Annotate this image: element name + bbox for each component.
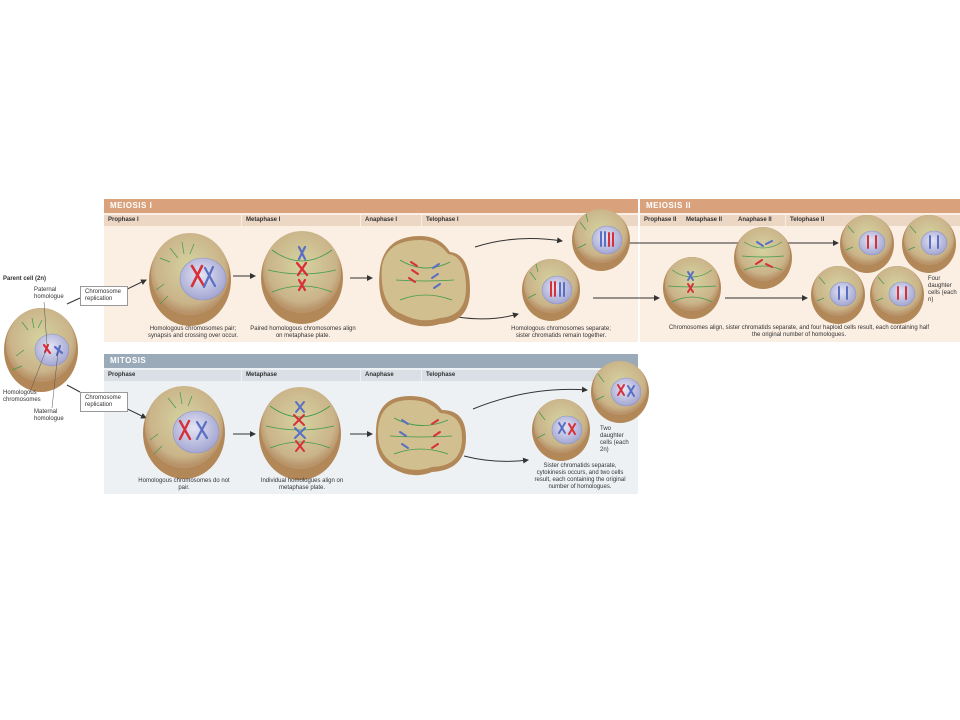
replication-label-mitosis: Chromosome replication [80, 392, 128, 412]
cell-meiosis-anaphase-1 [379, 236, 470, 327]
cell-mitosis-telophase-top [591, 361, 649, 423]
caption-meiosis-prophase-1: Homologous chromosomes pair; synapsis an… [147, 326, 239, 339]
phase-prophase-1: Prophase I [104, 215, 241, 226]
cell-meiosis-telophase-2-a [840, 215, 894, 273]
cell-mitosis-telophase-bottom [532, 399, 590, 461]
phase-prophase: Prophase [104, 370, 241, 381]
cell-meiosis-anaphase-2 [734, 227, 792, 289]
phase-prophase-2: Prophase II [640, 215, 682, 226]
mitosis-title: MITOSIS [104, 354, 638, 368]
meiosis-2-title: MEIOSIS II [640, 199, 960, 213]
cell-mitosis-prophase [143, 386, 225, 479]
parent-cell [4, 308, 78, 392]
phase-anaphase: Anaphase [361, 370, 421, 381]
cell-mitosis-anaphase [375, 396, 466, 476]
label-leaders [29, 301, 59, 409]
caption-mitosis-telophase: Sister chromatids separate, cytokinesis … [534, 463, 626, 490]
replication-label-meiosis: Chromosome replication [80, 286, 128, 306]
caption-meiosis-metaphase-1: Paired homologous chromosomes align on m… [250, 326, 356, 339]
caption-meiosis-2: Chromosomes align, sister chromatids sep… [668, 325, 930, 338]
phase-metaphase-2: Metaphase II [682, 215, 734, 226]
four-daughter-cells-label: Four daughter cells (each n) [928, 276, 957, 303]
phase-anaphase-2: Anaphase II [734, 215, 785, 226]
paternal-homologue-label: Paternal homologue [34, 287, 64, 300]
phase-metaphase: Metaphase [242, 370, 360, 381]
phase-metaphase-1: Metaphase I [242, 215, 360, 226]
cell-meiosis-metaphase-2 [663, 257, 721, 319]
cell-mitosis-metaphase [259, 387, 341, 480]
phase-telophase: Telophase [422, 370, 638, 381]
parent-cell-title: Parent cell (2n) [3, 276, 47, 282]
phase-anaphase-1: Anaphase I [361, 215, 421, 226]
cell-meiosis-telophase-1-top [572, 209, 630, 271]
homologous-chromosomes-label: Homologous chromosomes [3, 390, 41, 403]
phase-telophase-1: Telophase I [422, 215, 638, 226]
meiosis-1-title: MEIOSIS I [104, 199, 638, 213]
caption-mitosis-prophase: Homologous chromosomes do not pair. [138, 478, 230, 491]
cell-meiosis-telophase-2-c [811, 266, 865, 324]
cell-meiosis-prophase-1 [149, 233, 231, 326]
caption-meiosis-telophase-1: Homologous chromosomes separate; sister … [511, 326, 611, 339]
cell-meiosis-telophase-2-d [870, 266, 924, 324]
caption-mitosis-metaphase: Individual homologues align on metaphase… [260, 478, 344, 491]
two-daughter-cells-label: Two daughter cells (each 2n) [600, 426, 629, 453]
maternal-homologue-label: Maternal homologue [34, 409, 64, 422]
cell-meiosis-metaphase-1 [261, 231, 343, 324]
cell-meiosis-telophase-1-bottom [522, 259, 580, 321]
cell-meiosis-telophase-2-b [902, 215, 956, 273]
